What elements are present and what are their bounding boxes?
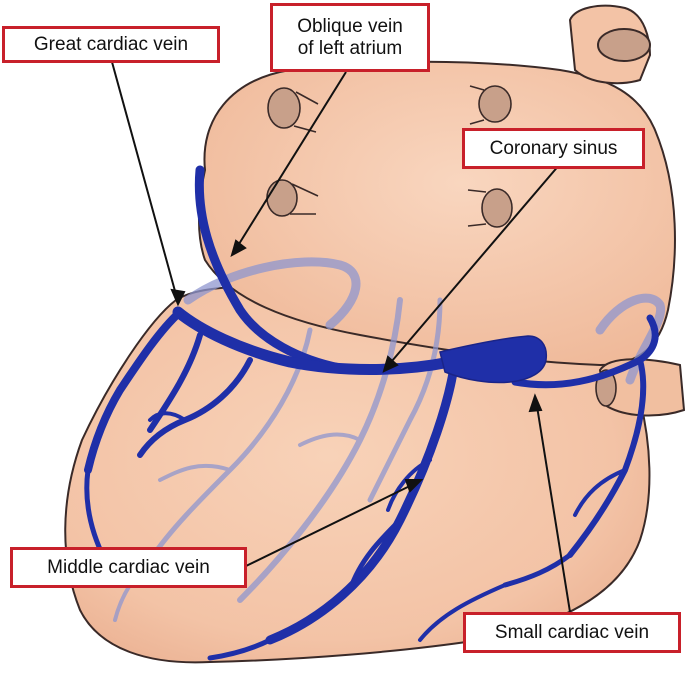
label-middle-cardiac-vein: Middle cardiac vein bbox=[10, 547, 247, 588]
label-great-cardiac-vein: Great cardiac vein bbox=[2, 26, 220, 63]
coronary-sinus-body bbox=[439, 335, 548, 384]
pulmonary-vein-stumps bbox=[266, 85, 513, 228]
posterior-veins-faint bbox=[113, 257, 666, 622]
top-vessel-opening bbox=[597, 28, 651, 62]
label-coronary-sinus: Coronary sinus bbox=[462, 128, 645, 169]
label-small-cardiac-vein: Small cardiac vein bbox=[463, 612, 681, 653]
leader-arrows bbox=[111, 61, 571, 613]
label-oblique-vein-left-atrium: Oblique vein of left atrium bbox=[270, 3, 430, 72]
